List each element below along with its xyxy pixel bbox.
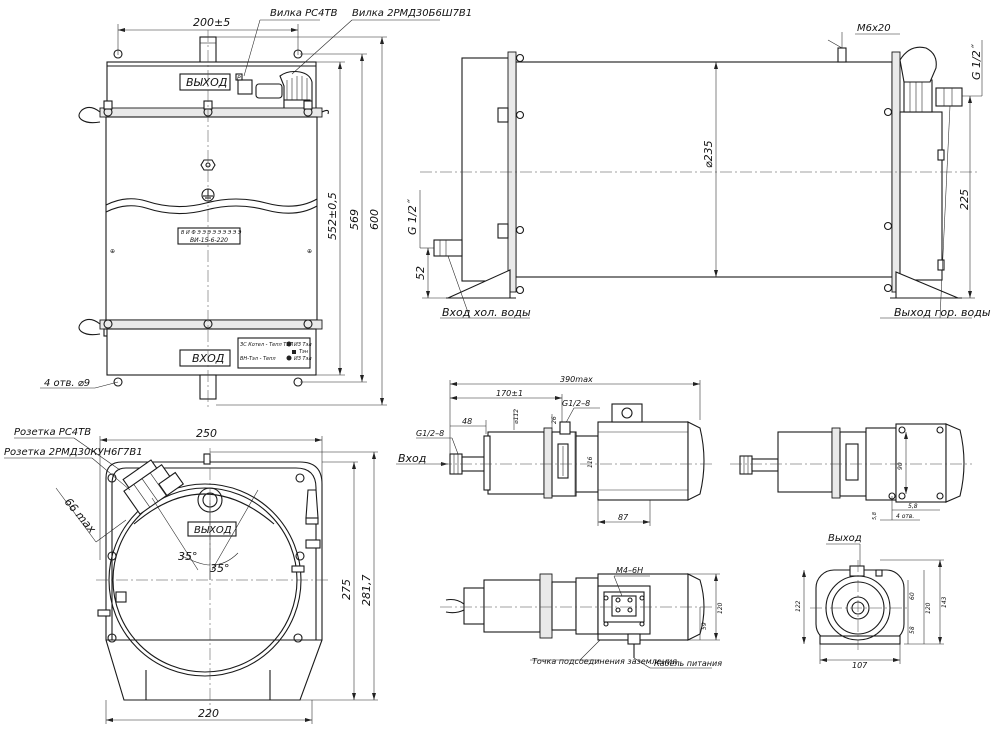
nameplate-text: ВИ-15-6-220 [190, 237, 228, 244]
dim-120b: 120 [925, 602, 932, 614]
dim-116: 116 [587, 456, 594, 468]
dim-26: 26 [551, 416, 558, 424]
label-hot-out: Выход гор. воды [894, 306, 991, 319]
label-outlet-2rmd: Розетка 2РМД30КУН6Г7В1 [4, 447, 143, 458]
dim-87: 87 [618, 513, 629, 522]
dim-d235: ⌀235 [702, 140, 715, 168]
label-exit: ВЫХОД [186, 76, 228, 89]
label-vyhod: Выход [828, 533, 862, 544]
dim-120a: 120 [717, 602, 724, 614]
panel-text-1: ЗС Котел - Тепл ТЗЛ [240, 342, 294, 348]
dim-170: 170±1 [496, 389, 523, 398]
dim-m6x20: М6х20 [857, 23, 891, 34]
label-exit-bottom: ВЫХОД [194, 525, 232, 536]
dim-107: 107 [852, 661, 868, 670]
pump-top-view: М4–6Н 59 120 Точка подсоединения заземле… [440, 566, 724, 669]
dim-g12-left: G 1/2˝ [406, 198, 419, 235]
svg-text:В И Ф Э Э Э Э Э Э Э Э Э: В И Ф Э Э Э Э Э Э Э Э Э [181, 230, 242, 236]
dim-59: 59 [701, 622, 708, 630]
dim-220: 220 [198, 707, 219, 720]
dim-250: 250 [196, 427, 217, 440]
dim-390max: 390max [560, 375, 593, 384]
label-holes-b: 4 отв. [896, 513, 914, 520]
dim-48: 48 [462, 417, 472, 426]
dim-122: 122 [795, 600, 802, 612]
pump-rear-view: 90 5,8 4 отв. 5,8 [730, 423, 972, 521]
dim-35-right: 35° [210, 562, 230, 575]
dim-2817: 281,7 [360, 575, 373, 607]
dim-66max: 66 max [62, 496, 99, 536]
label-outlet-rs4: Розетка РС4ТВ [14, 427, 91, 438]
dim-552: 552±0,5 [326, 192, 339, 240]
label-plug-rs4: Вилка РС4ТВ [270, 8, 338, 19]
label-ground: Точка подсоединения заземления [532, 657, 677, 666]
front-view: 200±5 ВЫХОД Р Вилка РС4ТВ [40, 8, 472, 410]
dim-569: 569 [348, 209, 361, 230]
panel-text-5: ИЗ Тэл [294, 356, 312, 362]
dim-90: 90 [897, 462, 904, 470]
label-vhod: Вход [398, 452, 426, 465]
dim-35-left: 35° [178, 550, 198, 563]
dim-275: 275 [340, 579, 353, 600]
dim-200: 200±5 [193, 16, 230, 29]
side-view: М6х20 ⌀235 G 1/2˝ 52 G 1/2˝ 225 Вход хол… [406, 23, 991, 319]
dim-g12-right: G 1/2˝ [970, 43, 983, 80]
pump-front-view: Выход 122 60 58 120 143 107 [795, 533, 948, 670]
dim-58: 5,8 [908, 503, 918, 510]
dim-m4: М4–6Н [616, 566, 643, 575]
dim-d112: ⌀112 [513, 409, 520, 424]
dim-52: 52 [414, 266, 427, 280]
svg-text:⊕: ⊕ [307, 248, 312, 255]
dim-g128-right: G1/2–8 [562, 399, 590, 408]
dim-58b: 58 [909, 626, 916, 634]
panel-text-4: Тэн [299, 349, 309, 355]
dim-60: 60 [909, 592, 916, 600]
dim-58c: 5,8 [872, 512, 878, 520]
label-plug-2rmd: Вилка 2РМД30Б6Ш7В1 [352, 8, 472, 19]
svg-text:Р: Р [237, 75, 241, 82]
panel-text-3: ИЗ Тэл [294, 342, 312, 348]
label-cable: Кабель питания [654, 659, 722, 668]
panel-text-2: ВН-Тэл - Тепл [240, 356, 276, 362]
svg-text:⊕: ⊕ [110, 248, 115, 255]
dim-225: 225 [958, 189, 971, 210]
label-entry: ВХОД [192, 352, 225, 365]
pump-side-view: 390max 170±1 G1/2–8 26 ⌀112 48 G1/2–8 Вх… [396, 375, 714, 526]
dim-g128-left: G1/2–8 [416, 429, 444, 438]
top-view: 250 ВЫХОД [4, 427, 378, 724]
label-cold-in: Вход хол. воды [442, 306, 531, 319]
dim-600: 600 [368, 209, 381, 230]
label-holes: 4 отв. ⌀9 [44, 378, 90, 389]
dim-143: 143 [941, 596, 948, 608]
